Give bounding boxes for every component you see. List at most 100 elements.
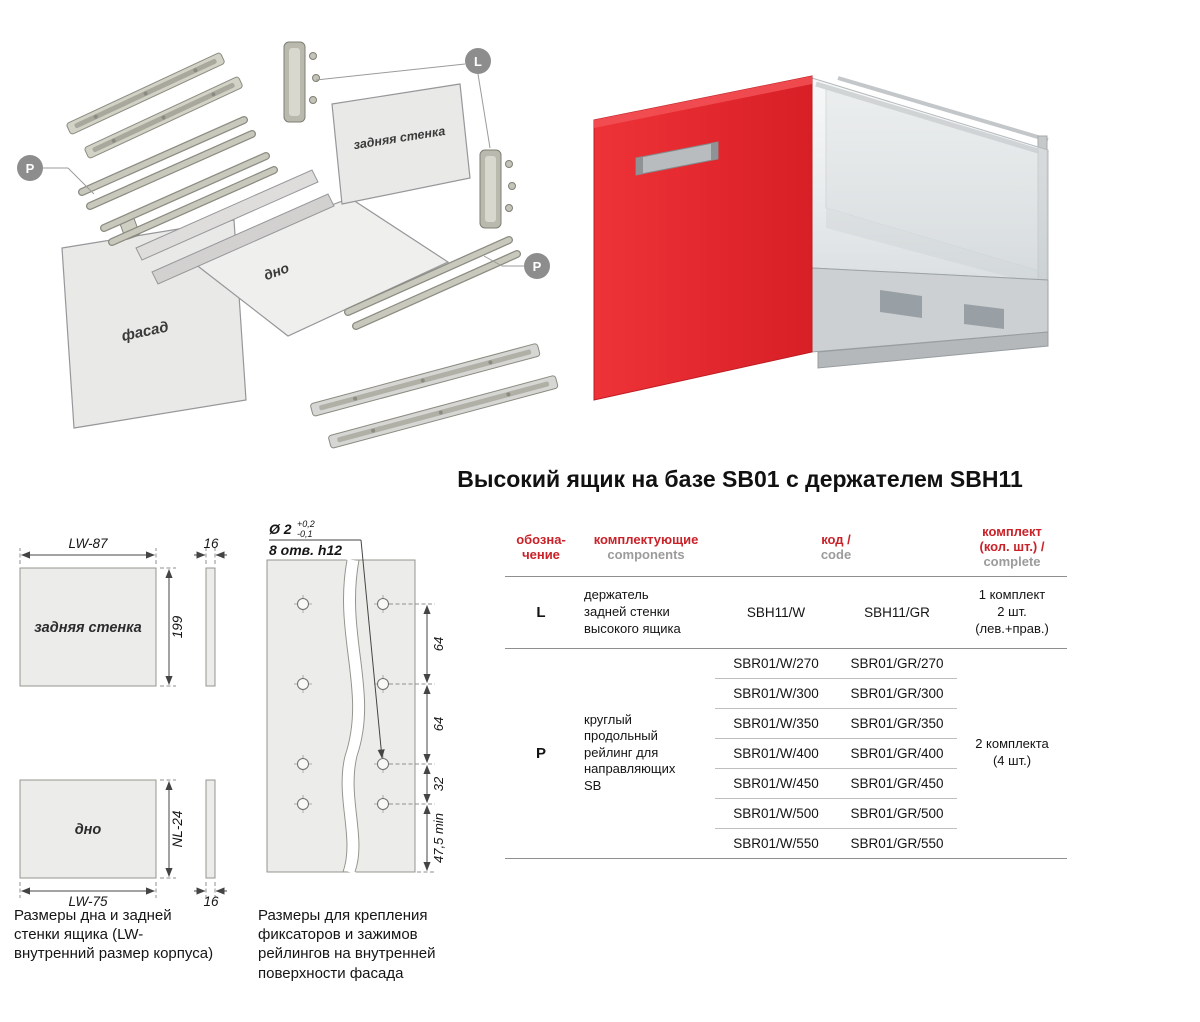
code-w-cell: SBR01/W/400 bbox=[715, 738, 837, 769]
extension-lines bbox=[19, 548, 216, 898]
code-row: SBR01/W/300 SBR01/GR/300 bbox=[505, 678, 1067, 709]
hole-diameter-label: Ø 2 bbox=[269, 521, 292, 537]
code-gr-cell: SBR01/GR/300 bbox=[837, 678, 957, 709]
facade-inner-surface bbox=[266, 559, 416, 873]
dim-47-5-min: 47,5 min bbox=[431, 813, 446, 863]
row-p: P круглый продольный рейлинг для направл… bbox=[505, 648, 1067, 793]
complete-cell: 1 комплект 2 шт. (лев.+прав.) bbox=[957, 576, 1067, 649]
code-gr-cell: SBR01/GR/350 bbox=[837, 708, 957, 739]
drawer-render bbox=[593, 75, 1049, 401]
header-complete-en: complete bbox=[983, 554, 1041, 569]
break-gap bbox=[341, 558, 366, 875]
break-line bbox=[353, 559, 366, 873]
code-w-cell: SBR01/W/500 bbox=[715, 798, 837, 829]
callout-circle bbox=[524, 253, 550, 279]
callout-p-label: P bbox=[26, 161, 35, 176]
tolerance-minus: -0,1 bbox=[297, 529, 313, 539]
railing-bar-far bbox=[837, 76, 1049, 142]
header-components-en: components bbox=[607, 546, 685, 562]
bottom-panel-drawing-label: дно bbox=[75, 822, 102, 838]
latch-plate bbox=[880, 290, 922, 318]
slide-rail-top-1 bbox=[66, 52, 225, 135]
drill-caption: Размеры для крепления фиксаторов и зажим… bbox=[258, 907, 436, 982]
back-wall-holder-left bbox=[283, 41, 320, 123]
designation-cell: L bbox=[505, 576, 577, 649]
bottom-panel-edge-rect bbox=[205, 779, 216, 879]
dim-199: 199 bbox=[170, 615, 185, 638]
tolerance-plus: +0,2 bbox=[297, 519, 315, 529]
code-w-cell: SBR01/W/270 bbox=[715, 648, 837, 679]
drawer-slide bbox=[817, 331, 1049, 369]
back-wall-holder-right bbox=[479, 149, 516, 229]
dim-32: 32 bbox=[431, 776, 446, 791]
callout-circle bbox=[465, 48, 491, 74]
code-gr-cell: SBR01/GR/450 bbox=[837, 768, 957, 799]
components-table: обозна- чение комплектующие components к… bbox=[505, 520, 1067, 859]
dim-16-back: 16 bbox=[203, 536, 219, 551]
round-rails-left bbox=[78, 116, 278, 246]
row-l: L держатель задней стенки высокого ящика… bbox=[505, 576, 1067, 649]
component-cell: держатель задней стенки высокого ящика bbox=[577, 576, 715, 649]
header-complete: комплект (кол. шт.) / complete bbox=[957, 520, 1067, 577]
callout-p-left: P bbox=[17, 155, 95, 195]
exploded-view-diagram: фасад дно задняя стенка P L P bbox=[17, 41, 559, 449]
back-panel-edge-rect bbox=[205, 567, 216, 687]
back-wall-panel bbox=[331, 83, 471, 205]
header-code-ru: код / bbox=[821, 531, 851, 547]
code-gr-cell: SBH11/GR bbox=[837, 576, 957, 649]
page-title: Высокий ящик на базе SB01 с держателем S… bbox=[457, 466, 1023, 492]
bottom-panel-rect bbox=[19, 779, 157, 879]
callout-circle bbox=[17, 155, 43, 181]
component-cell: круглый продольный рейлинг для направляю… bbox=[584, 711, 676, 794]
dim-lw-87: LW-87 bbox=[68, 536, 108, 551]
drawer-handle bbox=[635, 141, 719, 176]
code-gr-cell: SBR01/GR/400 bbox=[837, 738, 957, 769]
code-gr-cell: SBR01/GR/270 bbox=[837, 648, 957, 679]
drill-template-drawing: Ø 2 +0,2 -0,1 8 отв. h12 64 64 32 47,5 m… bbox=[266, 519, 446, 875]
header-code-en: code bbox=[820, 546, 852, 562]
panel-dimensions-drawing: LW-87 199 16 NL-24 LW-75 16 задняя стенк… bbox=[19, 536, 227, 909]
code-w-cell: SBR01/W/550 bbox=[733, 835, 819, 851]
code-row: SBR01/W/350 SBR01/GR/350 bbox=[505, 708, 1067, 739]
header-code: код / code bbox=[715, 520, 957, 577]
slide-rail-bottom-2 bbox=[328, 375, 559, 449]
header-complete-ru: комплект (кол. шт.) / bbox=[979, 524, 1045, 554]
callout-l: L bbox=[315, 48, 491, 149]
dim-16-bottom: 16 bbox=[203, 894, 219, 909]
facade-top-edge bbox=[594, 76, 812, 128]
break-line bbox=[341, 559, 354, 873]
slide-rail-top-2 bbox=[84, 76, 243, 159]
code-gr-cell: SBR01/GR/550 bbox=[850, 835, 944, 851]
code-gr-cell: SBR01/GR/500 bbox=[837, 798, 957, 829]
code-w-cell: SBR01/W/350 bbox=[715, 708, 837, 739]
code-row: SBR01/W/550 SBR01/GR/550 bbox=[505, 828, 1067, 858]
code-row: SBR01/W/500 SBR01/GR/500 bbox=[505, 798, 1067, 829]
callout-p-right: P bbox=[483, 253, 550, 279]
callout-l-label: L bbox=[474, 54, 482, 69]
back-panel-rect bbox=[19, 567, 157, 687]
dim-lw-75: LW-75 bbox=[68, 894, 108, 909]
header-components: комплектующие components bbox=[577, 520, 715, 577]
dim-64-b: 64 bbox=[431, 717, 446, 731]
round-rails-right bbox=[344, 236, 521, 330]
extension-lines bbox=[389, 603, 435, 873]
code-w-cell: SBR01/W/300 bbox=[715, 678, 837, 709]
code-row: SBR01/W/400 SBR01/GR/400 bbox=[505, 738, 1067, 769]
callout-p-label: P bbox=[533, 259, 542, 274]
code-row: SBR01/W/450 SBR01/GR/450 bbox=[505, 768, 1067, 799]
latch-plate bbox=[964, 304, 1004, 329]
leader-line bbox=[360, 539, 385, 759]
holes-note: 8 отв. h12 bbox=[269, 542, 342, 558]
table-header-row: обозна- чение комплектующие components к… bbox=[505, 520, 1067, 577]
panels-caption: Размеры дна и задней стенки ящика (LW-вн… bbox=[14, 907, 214, 963]
drawer-facade bbox=[593, 75, 813, 401]
header-components-ru: комплектующие bbox=[593, 531, 699, 547]
designation-cell: P bbox=[535, 744, 546, 762]
complete-cell: 2 комплекта (4 шт.) bbox=[975, 736, 1049, 769]
drill-holes bbox=[294, 595, 392, 813]
dimension-lines bbox=[21, 551, 227, 895]
code-w-cell: SBR01/W/450 bbox=[715, 768, 837, 799]
dim-64-a: 64 bbox=[431, 637, 446, 651]
back-panel-drawing-label: задняя стенка bbox=[34, 620, 141, 636]
